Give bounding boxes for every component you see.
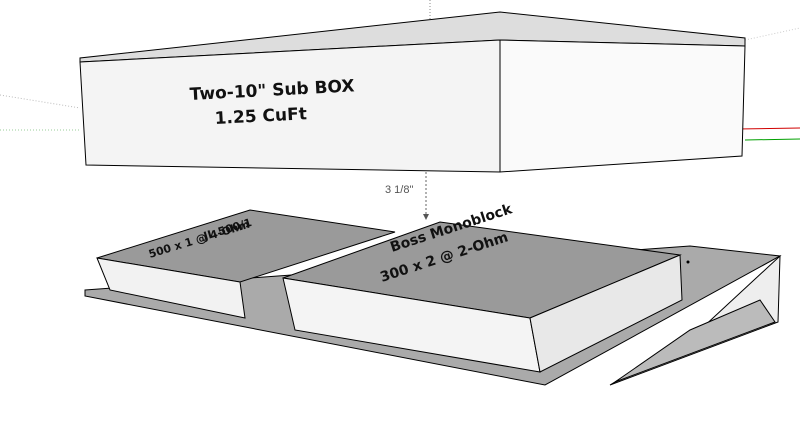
amp-right[interactable]: Boss Monoblock 300 x 2 @ 2-Ohm <box>282 201 683 373</box>
guide-line <box>0 94 81 109</box>
sub-box[interactable]: Two-10" Sub BOX 1.25 CuFt <box>79 11 746 173</box>
amp-left[interactable]: JL 500/1 500 x 1 @ 4-Ohm <box>96 209 396 319</box>
guide-line <box>744 27 800 41</box>
sub-box-label-line2: 1.25 CuFt <box>214 104 307 129</box>
green-axis <box>744 138 800 141</box>
dimension[interactable]: 3 1/8" <box>385 172 429 220</box>
dimension-label: 3 1/8" <box>385 184 413 196</box>
